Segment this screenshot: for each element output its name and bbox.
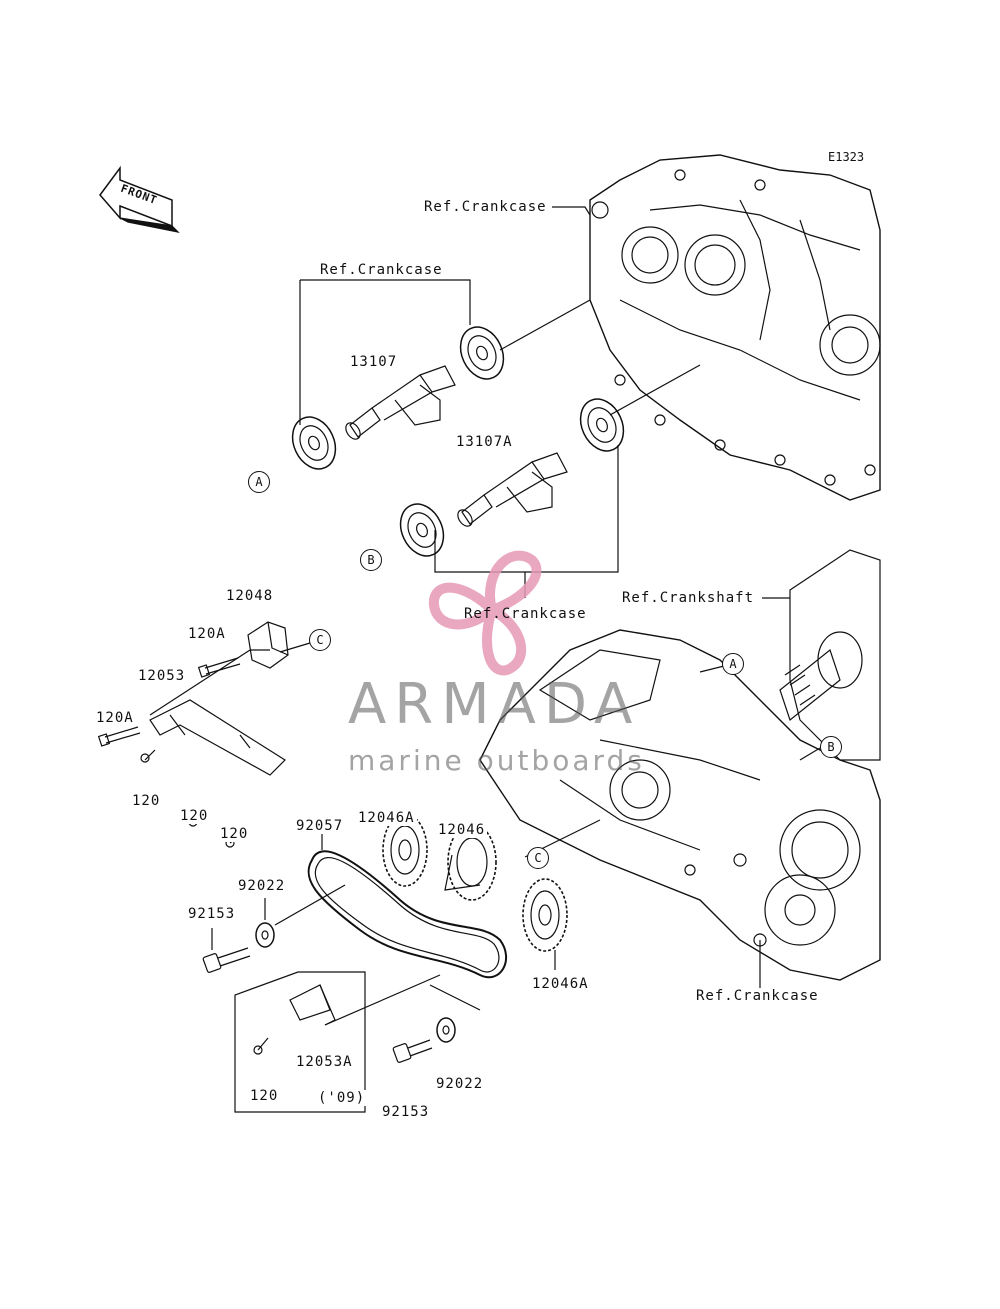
bearing-b-drawing [399,503,445,557]
ref-label-crankcase-bottom: Ref.Crankcase [694,988,821,1004]
diagram-code: E1323 [828,150,865,164]
sprocket-12046a-lower-drawing [522,878,568,952]
bearing-a-drawing [291,416,337,470]
sprocket-12046a-upper-drawing [382,813,428,887]
ref-label-crankcase-top: Ref.Crankcase [422,199,549,215]
part-label-12048: 12048 [224,588,276,604]
ref-label-crankcase-left: Ref.Crankcase [318,262,445,278]
part-label-120a-lower: 120A [94,710,136,726]
bearing-upper-right-drawing [459,326,505,380]
bolt-92153-lower-drawing [392,1039,433,1063]
part-label-13107: 13107 [348,354,400,370]
washer-92022-upper-drawing [255,922,275,948]
shaft-13107-drawing [345,365,456,440]
part-label-12053: 12053 [136,668,188,684]
upper-crankcase-drawing [589,154,881,501]
washer-92022-lower-drawing [436,1017,456,1043]
crankshaft-drawing [779,549,881,761]
bolt-92153-upper-drawing [202,947,251,973]
part-label-120-c: 120 [218,826,251,842]
part-label-12046: 12046 [436,822,488,838]
guide-12053-drawing [149,699,286,776]
part-label-12046a-upper: 12046A [356,810,417,826]
part-label-92153-upper: 92153 [186,906,238,922]
guide-12053a-group-drawing [234,971,441,1113]
callout-c-lower: C [527,847,549,869]
watermark-propeller-icon [428,550,542,676]
callout-a-right: A [722,653,744,675]
watermark-brand: ARMADA [348,672,641,737]
callout-b-right: B [820,736,842,758]
part-label-13107a: 13107A [454,434,515,450]
part-label-92022-upper: 92022 [236,878,288,894]
bearing-lower-right-drawing [579,398,625,452]
tensioner-12048-drawing [247,621,289,669]
part-label-92022-lower: 92022 [434,1076,486,1092]
ref-label-crankcase-middle: Ref.Crankcase [464,606,587,622]
part-label-12046a-lower: 12046A [530,976,591,992]
shaft-13107a-drawing [457,452,568,527]
callout-a-left: A [248,471,270,493]
part-label-120-a: 120 [130,793,163,809]
part-label-92057: 92057 [294,818,346,834]
bolt-120-a-drawing [140,749,156,763]
bolt-120a-upper-drawing [197,657,241,678]
part-label-12053a: 12053A [294,1054,355,1070]
part-label-120a-upper: 120A [186,626,228,642]
front-arrow-icon [99,165,180,233]
callout-b-left: B [360,549,382,571]
lower-crankcase-drawing [479,629,881,981]
bolt-120a-lower-drawing [97,726,141,747]
ref-label-crankshaft: Ref.Crankshaft [620,590,757,606]
chain-92057-drawing [307,850,507,979]
part-label-92153-lower: 92153 [380,1104,432,1120]
part-label-120-b: 120 [178,808,211,824]
part-label-120-d: 120 [248,1088,281,1104]
watermark-tagline: marine outboards [348,744,645,777]
part-label-year-09: ('09) [316,1090,368,1106]
callout-c-upper: C [309,629,331,651]
